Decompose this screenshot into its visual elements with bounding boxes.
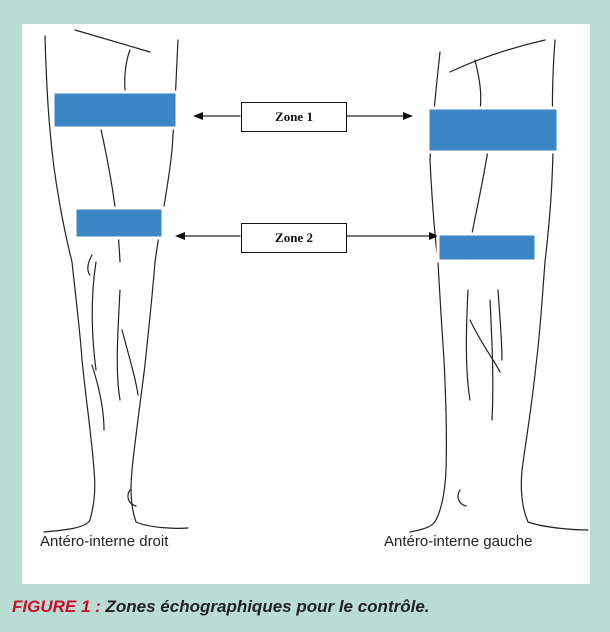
zone1-left-box [428,108,558,152]
zone1-right-box [53,92,177,128]
zone-arrows [180,116,434,236]
caption-text: Zones échographiques pour le contrôle. [101,597,430,616]
caption-prefix: FIGURE 1 : [12,597,101,616]
view-label-left: Antéro-interne gauche [384,533,532,550]
zone2-left-box [438,234,536,261]
zone-2-label: Zone 2 [241,223,347,253]
view-label-right: Antéro-interne droit [40,533,168,550]
zone2-right-box [75,208,163,238]
zone-1-label: Zone 1 [241,102,347,132]
figure-caption: FIGURE 1 : Zones échographiques pour le … [12,590,430,624]
